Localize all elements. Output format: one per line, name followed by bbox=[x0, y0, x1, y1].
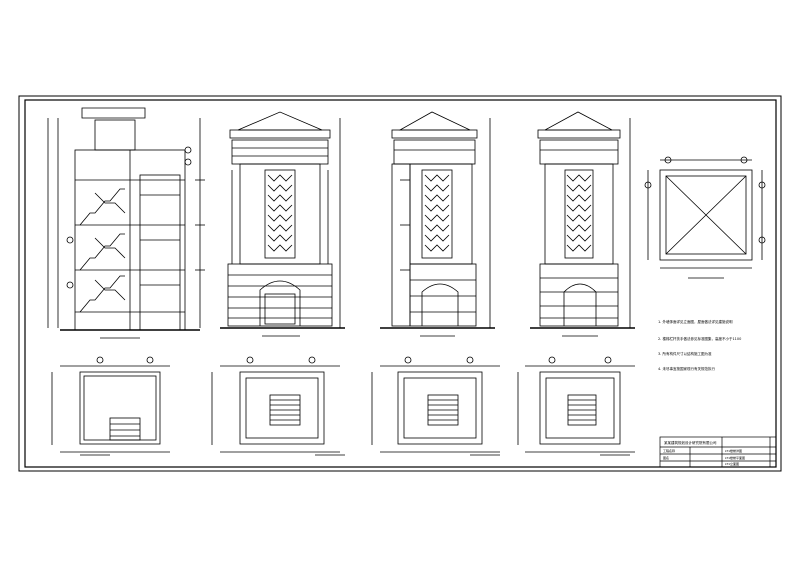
note-line: 3. 所有构件尺寸以结构施工图为准 bbox=[658, 351, 712, 356]
note-line: 4. 未尽事宜按国家现行有关规范执行 bbox=[658, 366, 715, 371]
floor-plan-3 bbox=[371, 356, 500, 456]
note-line: 1. 外墙饰面详见立面图，屋面做法详见建施说明 bbox=[658, 319, 733, 324]
note-line: 2. 楼梯栏杆扶手做法参见标准图集，高度不小于1100 bbox=[658, 336, 741, 341]
title-block-row: LT1楼梯平面图 bbox=[725, 455, 745, 460]
title-block-row: LT1立面图 bbox=[725, 461, 739, 466]
notes-block: 1. 外墙饰面详见立面图，屋面做法详见建施说明 2. 楼梯栏杆扶手做法参见标准图… bbox=[658, 319, 741, 371]
title-block-company: 某某建筑规划设计研究院有限公司 bbox=[664, 440, 717, 445]
floor-plan-4 bbox=[517, 356, 635, 456]
title-block-project-label: 工程名称 bbox=[663, 448, 675, 453]
stair-section-view bbox=[47, 107, 205, 339]
elevation-view-2 bbox=[380, 111, 495, 337]
floor-plan-2 bbox=[211, 356, 345, 456]
title-block-drawing-label: 图名 bbox=[663, 455, 669, 460]
elevation-view-3 bbox=[530, 111, 635, 337]
floor-plan-1 bbox=[51, 356, 170, 456]
outer-border bbox=[18, 95, 782, 472]
title-block-row: LT1楼梯详图 bbox=[725, 448, 742, 453]
roof-plan-view bbox=[644, 156, 766, 279]
elevation-view-1 bbox=[220, 111, 345, 337]
title-block bbox=[659, 436, 777, 468]
inner-border bbox=[24, 99, 777, 468]
